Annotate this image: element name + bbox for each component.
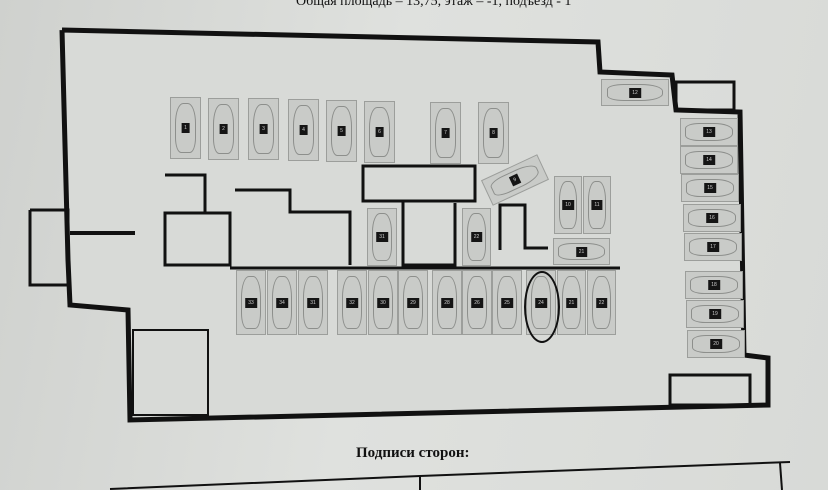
car-icon [587,181,607,229]
parking-spot[interactable]: 2 [208,98,239,160]
car-icon [467,276,487,329]
parking-spot[interactable]: 21 [553,238,610,265]
highlight-oval [524,271,560,343]
car-icon [373,276,393,329]
car-icon [592,276,611,329]
parking-spot[interactable]: 20 [687,330,745,358]
parking-spot[interactable]: 28 [432,270,462,335]
parking-spot[interactable]: 22 [587,270,616,335]
car-icon [607,83,663,102]
parking-spot[interactable]: 3 [248,98,279,160]
car-icon [692,334,740,354]
parking-spot[interactable]: 8 [478,102,509,164]
parking-spot[interactable]: 29 [398,270,428,335]
parking-spot[interactable]: 1 [170,97,201,159]
parking-spot[interactable]: 25 [492,270,522,335]
parking-spot[interactable]: 30 [368,270,398,335]
car-icon [342,276,362,329]
car-icon [303,276,323,329]
parking-spot[interactable]: 26 [462,270,492,335]
parking-spot[interactable]: 13 [680,118,738,146]
car-icon [331,105,352,157]
car-icon [253,103,274,155]
car-icon [558,181,578,229]
parking-spot[interactable]: 31 [298,270,328,335]
parking-spot[interactable]: 21 [557,270,586,335]
signatures-title: Подписи сторон: [356,445,470,461]
car-icon [688,208,736,228]
car-icon [175,102,196,154]
car-icon [372,213,392,261]
parking-spot[interactable]: 15 [681,174,739,202]
car-icon [467,213,486,261]
parking-spot[interactable]: 7 [430,102,461,164]
car-icon [691,304,739,324]
parking-spot[interactable]: 17 [684,233,742,261]
parking-spot[interactable]: 10 [554,176,582,234]
car-icon [689,237,737,257]
parking-spot[interactable]: 34 [267,270,297,335]
parking-spot[interactable]: 33 [236,270,266,335]
car-icon [685,122,733,142]
car-icon [369,106,390,158]
car-icon [272,276,292,329]
car-icon [686,178,734,198]
parking-spot[interactable]: 16 [683,204,741,232]
car-icon [213,103,234,155]
car-icon [558,242,605,261]
parking-spot[interactable]: 4 [288,99,319,161]
car-icon [690,275,738,295]
parking-spot[interactable]: 14 [680,146,738,174]
parking-spot[interactable]: 12 [601,79,669,106]
parking-spot[interactable]: 19 [686,300,744,328]
parking-spot[interactable]: 6 [364,101,395,163]
parking-spot[interactable]: 22 [462,208,491,266]
car-icon [497,276,517,329]
parking-spot[interactable]: 31 [367,208,397,266]
car-icon [403,276,423,329]
car-icon [562,276,581,329]
car-icon [685,150,733,170]
parking-spot[interactable]: 11 [583,176,611,234]
parking-spot[interactable]: 32 [337,270,367,335]
area-info: Общая площадь – 13,75, этаж – -1, подъез… [296,0,572,9]
car-icon [241,276,261,329]
parking-spot[interactable]: 5 [326,100,357,162]
car-icon [435,107,456,159]
car-icon [437,276,457,329]
car-icon [293,104,314,156]
car-icon [483,107,504,159]
parking-spot[interactable]: 18 [685,271,743,299]
